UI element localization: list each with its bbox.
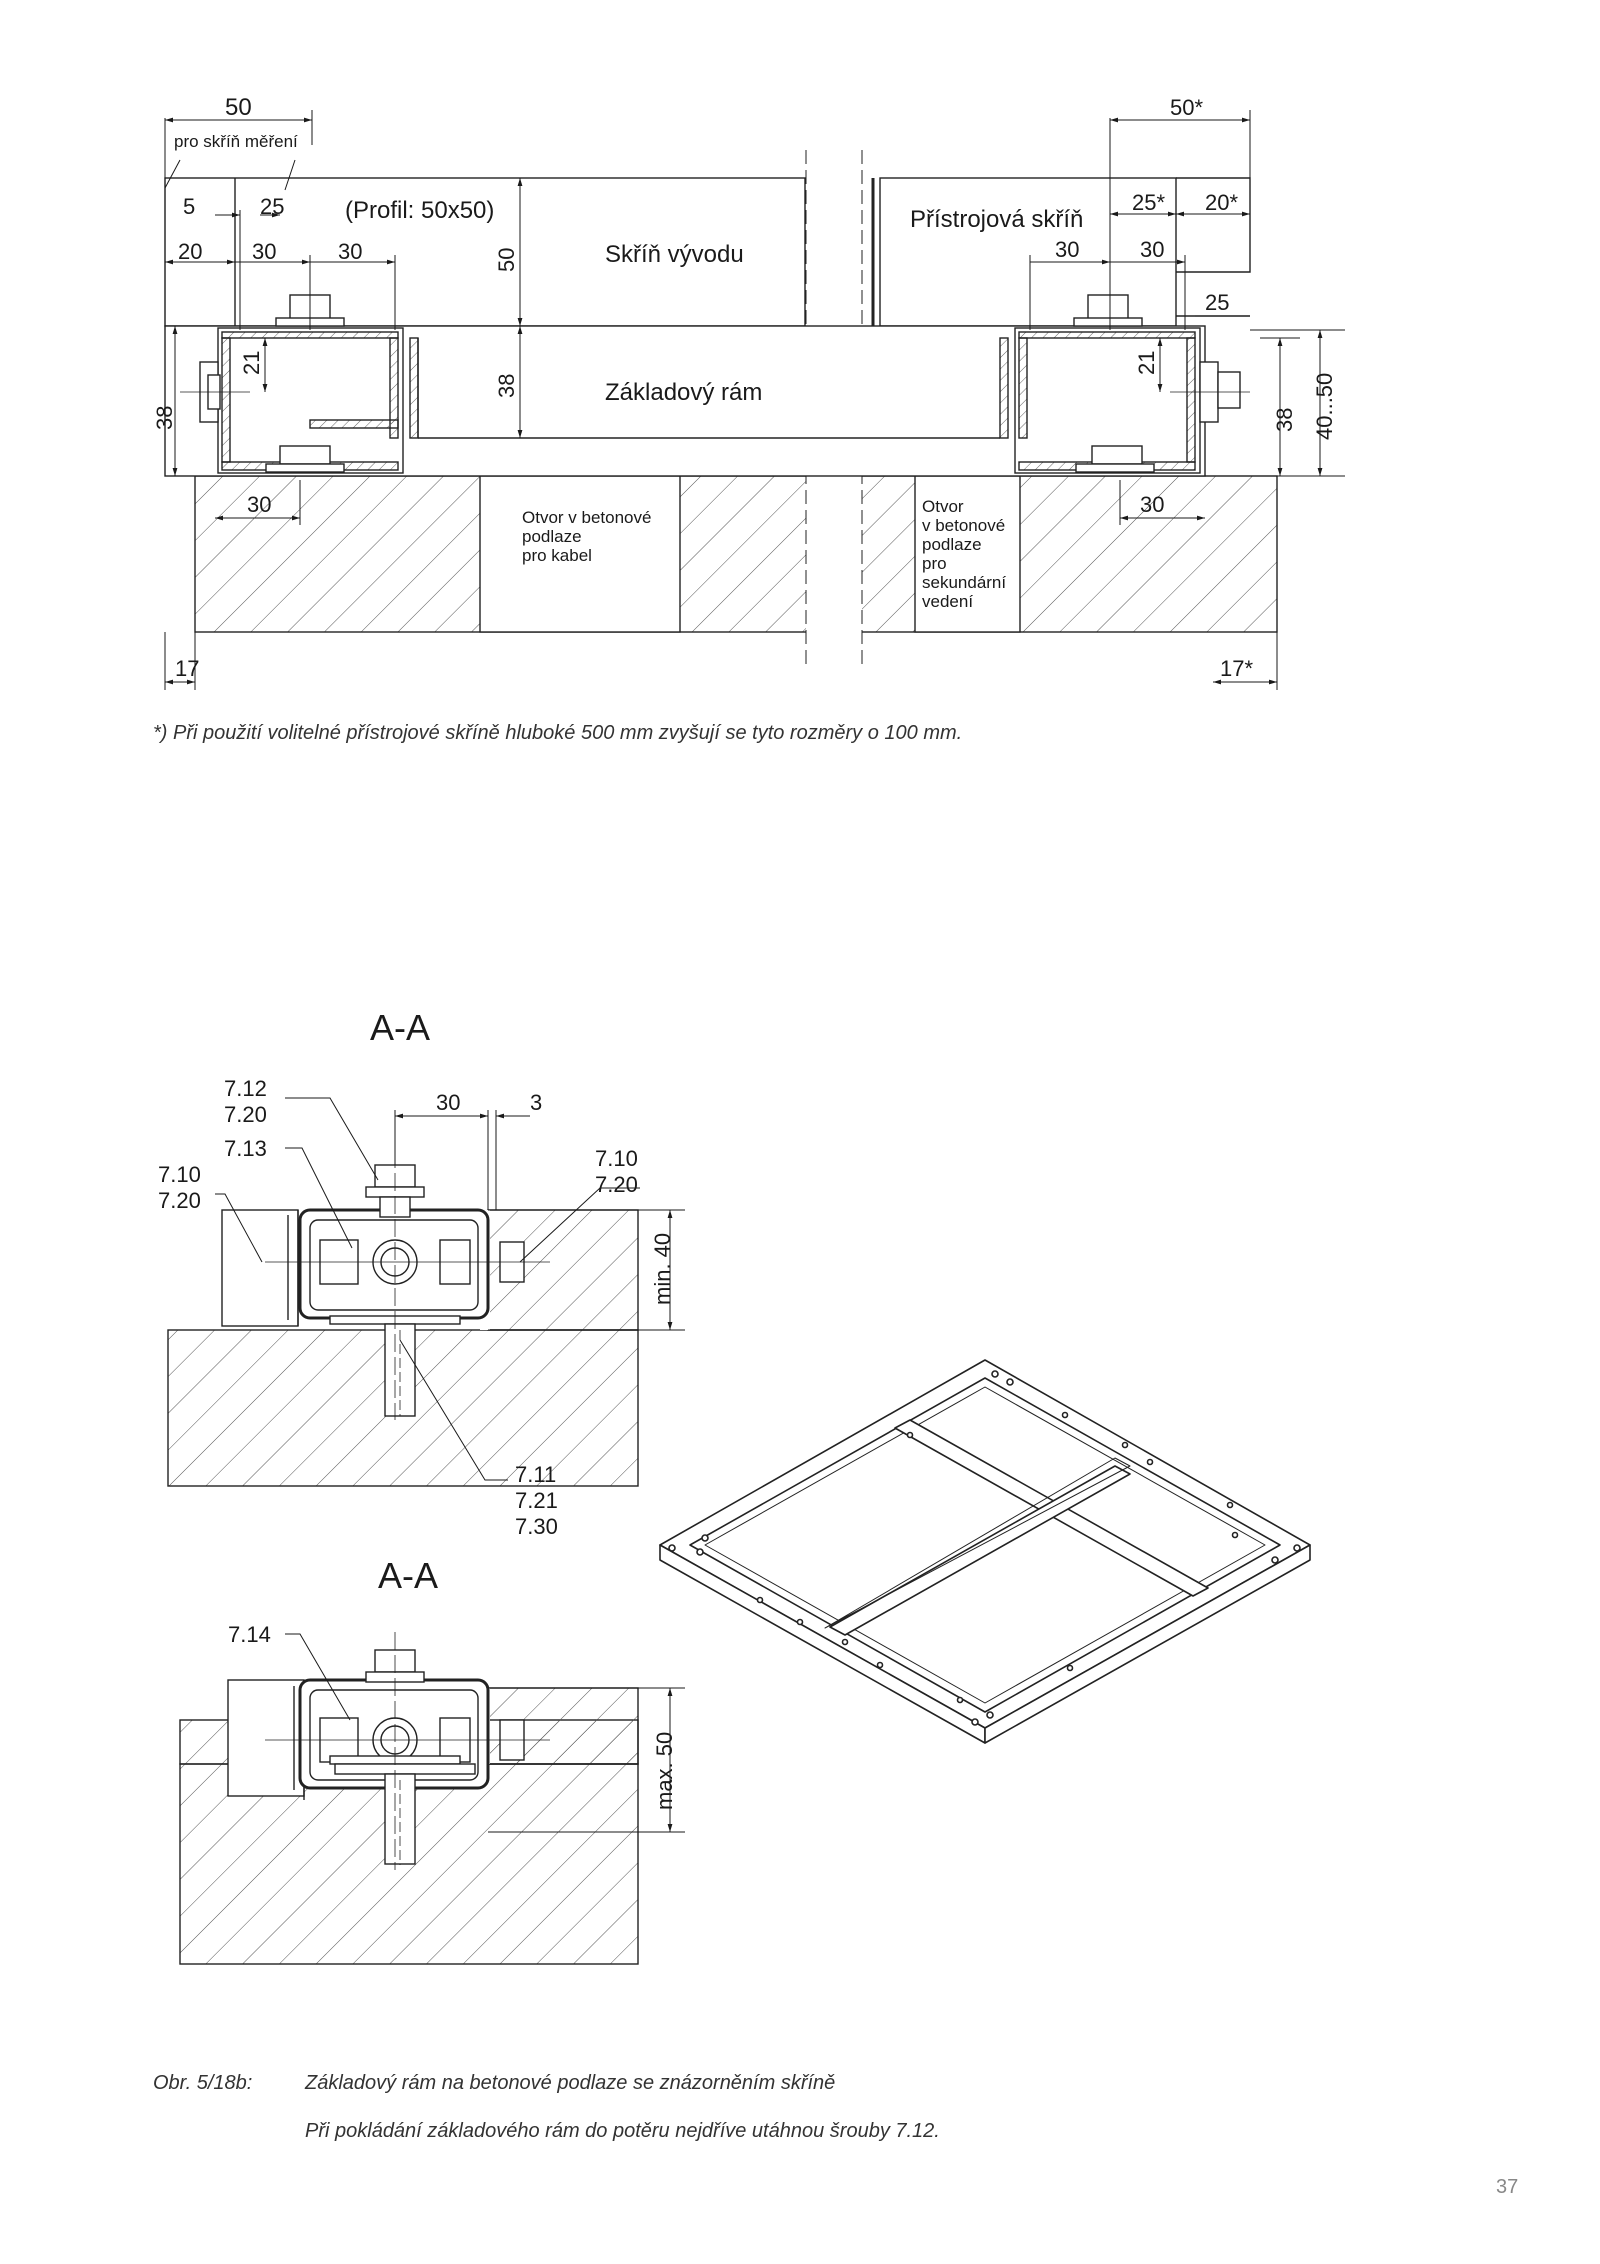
section-title-upper: A-A	[370, 1007, 430, 1048]
dim-30-bottom-left: 30	[247, 492, 271, 517]
dim-measure-cabinet: pro skříň měření	[174, 132, 298, 151]
concrete-floor	[194, 475, 1278, 633]
dim-25-star: 25*	[1132, 190, 1165, 215]
ref-7-30: 7.30	[515, 1514, 558, 1539]
section-aa-upper-annotations	[215, 1097, 685, 1481]
top-dimension-texts: 50 pro skříň měření 5 25 (Profil: 50x50)…	[152, 94, 1337, 681]
dim-20-star: 20*	[1205, 190, 1238, 215]
ref-7-20-a: 7.20	[224, 1102, 267, 1127]
ref-7-12: 7.12	[224, 1076, 267, 1101]
dim-21-left: 21	[239, 351, 264, 375]
ref-7-10-b: 7.10	[595, 1146, 638, 1171]
ref-7-14: 7.14	[228, 1622, 271, 1647]
section-aa-lower	[179, 1632, 639, 1965]
dim-50-vertical: 50	[494, 248, 519, 272]
footnote: *) Při použití volitelné přístrojové skř…	[153, 722, 963, 744]
hole-cable-line-3: pro kabel	[522, 546, 592, 565]
section-aa-lower-texts: A-A 7.14 max. 50	[228, 1555, 677, 1810]
dim-5: 5	[183, 194, 195, 219]
dim-30-right-b: 30	[1140, 237, 1164, 262]
dim-25: 25	[260, 194, 284, 219]
ref-7-10-a: 7.10	[158, 1162, 201, 1187]
ref-7-11: 7.11	[515, 1462, 556, 1487]
dim-38-left: 38	[152, 406, 177, 430]
cable-hole	[479, 475, 681, 633]
dim-20: 20	[178, 239, 202, 264]
dim-3-section: 3	[530, 1090, 542, 1115]
hole-secondary-line-2: v betonové	[922, 516, 1005, 535]
page-number: 37	[1496, 2176, 1519, 2198]
section-title-lower: A-A	[378, 1555, 438, 1596]
hole-secondary-line-5: sekundární	[922, 573, 1006, 592]
ref-7-21: 7.21	[515, 1488, 558, 1513]
isometric-base-frame	[659, 1359, 1311, 1744]
ref-7-13: 7.13	[224, 1136, 267, 1161]
hole-secondary-line-6: vedení	[922, 592, 973, 611]
caption-line-1: Základový rám na betonové podlaze se zná…	[305, 2072, 836, 2094]
outlet-cabinet-label: Skříň vývodu	[605, 241, 744, 268]
section-aa-lower-annotations	[285, 1633, 685, 1833]
hole-cable-line-2: podlaze	[522, 527, 582, 546]
hole-secondary-line-1: Otvor	[922, 497, 964, 516]
instrument-cabinet-label: Přístrojová skříň	[910, 206, 1083, 233]
ref-7-20-c: 7.20	[595, 1172, 638, 1197]
section-aa-upper	[167, 1150, 639, 1487]
section-aa-upper-texts: A-A 7.12 7.20 7.13 7.10 7.20 7.10 7.20 7…	[158, 1007, 675, 1539]
dim-40-50: 40...50	[1312, 373, 1337, 440]
dim-max-50: max. 50	[652, 1732, 677, 1810]
dim-50: 50	[225, 94, 252, 121]
dim-38-right: 38	[1272, 408, 1297, 432]
ref-7-20-b: 7.20	[158, 1188, 201, 1213]
dim-38-vertical: 38	[494, 374, 519, 398]
dim-min-40: min. 40	[650, 1233, 675, 1305]
dim-50-star: 50*	[1170, 95, 1203, 120]
dim-17-star: 17*	[1220, 656, 1253, 681]
profile-label: (Profil: 50x50)	[345, 197, 494, 224]
top-dimension-lines	[164, 110, 1345, 690]
dim-30-a: 30	[252, 239, 276, 264]
top-elevation-drawing	[164, 150, 1278, 670]
dim-30-right-a: 30	[1055, 237, 1079, 262]
dim-30-bottom-right: 30	[1140, 492, 1164, 517]
dim-25-right: 25	[1205, 290, 1229, 315]
base-frame-label: Základový rám	[605, 379, 762, 406]
caption-line-2: Při pokládání základového rám do potěru …	[305, 2120, 940, 2142]
caption-number: Obr. 5/18b:	[153, 2072, 253, 2094]
hole-secondary-line-4: pro	[922, 554, 947, 573]
dim-30-section: 30	[436, 1090, 460, 1115]
hole-secondary-line-3: podlaze	[922, 535, 982, 554]
dim-30-b: 30	[338, 239, 362, 264]
dim-17: 17	[175, 656, 199, 681]
dim-21-right: 21	[1134, 351, 1159, 375]
hole-cable-line-1: Otvor v betonové	[522, 508, 651, 527]
